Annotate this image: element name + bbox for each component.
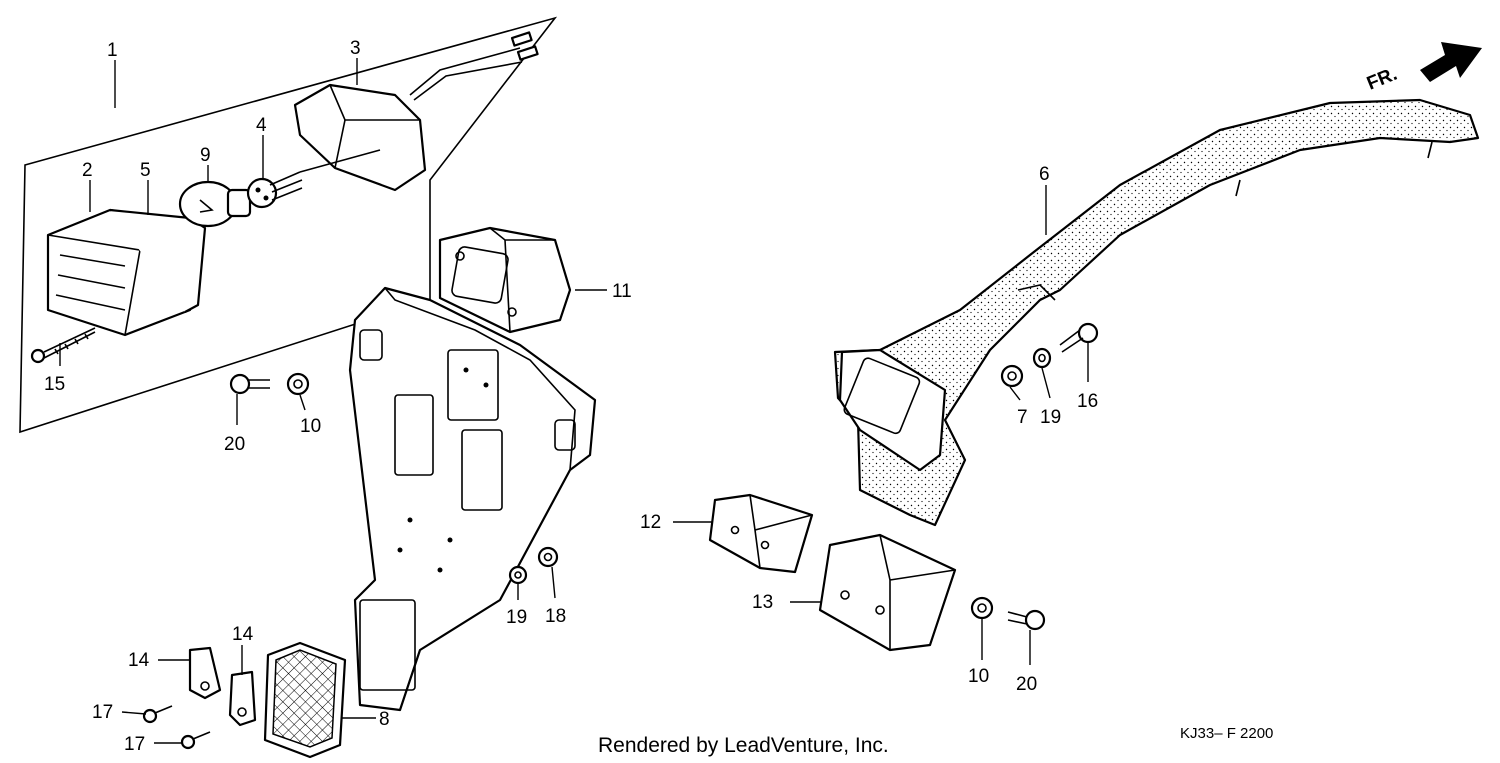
callout-4[interactable]: 4 bbox=[256, 115, 267, 136]
bulb-socket[interactable] bbox=[246, 171, 303, 209]
callout-7[interactable]: 7 bbox=[1017, 407, 1028, 428]
callout-11[interactable]: 11 bbox=[612, 281, 632, 302]
license-bracket[interactable] bbox=[348, 286, 597, 712]
fender-stay-lower[interactable] bbox=[818, 533, 957, 652]
callout-18[interactable]: 18 bbox=[545, 606, 566, 627]
bulb[interactable] bbox=[178, 180, 252, 228]
front-direction-label: FR. bbox=[1364, 64, 1400, 95]
taillight-housing[interactable] bbox=[293, 31, 539, 192]
washer-and-nut-center[interactable] bbox=[508, 546, 559, 585]
callout-3[interactable]: 3 bbox=[350, 38, 361, 59]
callout-17-top[interactable]: 17 bbox=[92, 702, 113, 723]
callout-6[interactable]: 6 bbox=[1039, 164, 1050, 185]
callout-17-bottom[interactable]: 17 bbox=[124, 734, 145, 755]
front-direction-marker: FR. bbox=[1364, 42, 1482, 95]
callout-16[interactable]: 16 bbox=[1077, 391, 1098, 412]
callout-12[interactable]: 12 bbox=[640, 512, 661, 533]
callout-10-right[interactable]: 10 bbox=[968, 666, 989, 687]
callout-8[interactable]: 8 bbox=[379, 709, 390, 730]
rear-reflector[interactable] bbox=[263, 641, 347, 759]
rear-fender[interactable] bbox=[833, 98, 1480, 527]
collar-washer-bolt-right[interactable] bbox=[1000, 322, 1099, 388]
license-lamp[interactable] bbox=[438, 226, 572, 334]
lens-screw[interactable] bbox=[30, 327, 96, 364]
callouts: 1 2 5 9 4 3 11 6 15 20 10 7 19 16 12 13 … bbox=[44, 38, 1098, 755]
callout-20-left[interactable]: 20 bbox=[224, 434, 245, 455]
collar-and-bolt-right[interactable] bbox=[970, 596, 1046, 631]
bolt-and-collar-left[interactable] bbox=[229, 372, 310, 396]
fender-stay-upper[interactable] bbox=[708, 493, 814, 574]
callout-20-right[interactable]: 20 bbox=[1016, 674, 1037, 695]
callout-15[interactable]: 15 bbox=[44, 374, 65, 395]
diagram-code: KJ33– F 2200 bbox=[1180, 725, 1273, 742]
callout-19-center[interactable]: 19 bbox=[506, 607, 527, 628]
callout-19-right[interactable]: 19 bbox=[1040, 407, 1061, 428]
lens-gasket[interactable] bbox=[109, 208, 207, 313]
callout-13[interactable]: 13 bbox=[752, 592, 773, 613]
callout-10-left[interactable]: 10 bbox=[300, 416, 321, 437]
render-credit: Rendered by LeadVenture, Inc. bbox=[598, 734, 889, 757]
callout-14-right[interactable]: 14 bbox=[232, 624, 254, 645]
front-arrow-icon bbox=[1420, 42, 1482, 82]
taillight-assembly-group bbox=[19, 16, 558, 434]
clamp-screw[interactable] bbox=[142, 705, 211, 750]
callout-2[interactable]: 2 bbox=[82, 160, 93, 181]
leader-lines bbox=[59, 58, 1089, 744]
callout-5[interactable]: 5 bbox=[140, 160, 151, 181]
wire-clamp[interactable] bbox=[188, 646, 257, 727]
callout-1[interactable]: 1 bbox=[107, 40, 118, 61]
callout-14-left[interactable]: 14 bbox=[128, 650, 150, 671]
callout-9[interactable]: 9 bbox=[200, 145, 211, 166]
